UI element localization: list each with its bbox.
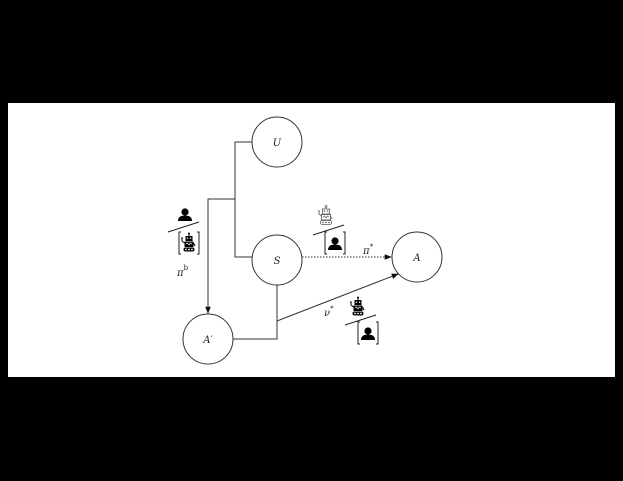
edge-us-to-aprime [205, 141, 252, 314]
person-icon [361, 327, 375, 340]
node-u: U [251, 116, 303, 168]
robot-icon [317, 205, 333, 225]
divider-line [312, 224, 345, 236]
node-u-label: U [273, 138, 282, 149]
person-icon [178, 208, 192, 221]
icon-group-nu-star [344, 296, 379, 345]
robot-icon [180, 232, 196, 252]
node-s-label: S [274, 256, 281, 267]
node-a-prime: A′ [182, 313, 234, 365]
node-a: A [391, 231, 443, 283]
node-a-label: A [412, 253, 420, 264]
icon-group-pi-star [312, 205, 346, 255]
robot-icon [349, 296, 365, 316]
node-s: S [251, 234, 303, 286]
person-icon [328, 237, 342, 250]
edge-label-pi-b: πb [176, 264, 189, 279]
edge-label-pi-star: π* [362, 243, 374, 257]
icon-group-pi-b [167, 208, 200, 255]
diagram-canvas [8, 103, 615, 377]
divider-line [344, 314, 377, 326]
node-a-prime-label: A′ [202, 335, 213, 346]
edge-s-aprime-to-a [233, 273, 399, 340]
divider-line [167, 221, 200, 233]
edge-label-nu-star: ν* [324, 305, 334, 319]
